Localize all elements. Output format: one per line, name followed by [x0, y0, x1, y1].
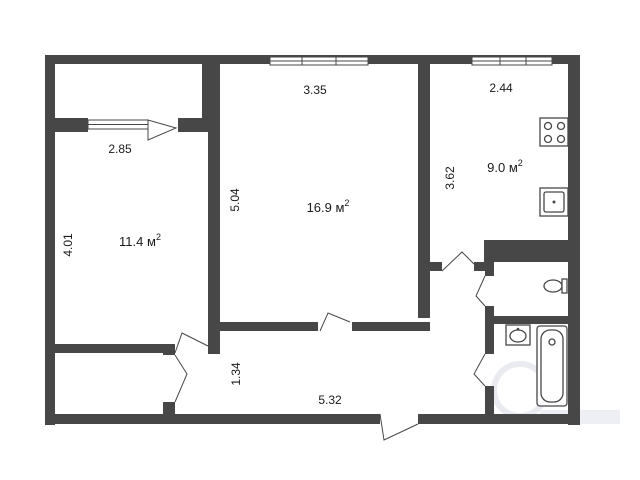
- room-left-length: 4.01: [61, 233, 75, 257]
- door-wc: [475, 275, 486, 307]
- kitchen-length: 3.62: [443, 166, 457, 190]
- kitchen-width: 2.44: [489, 81, 513, 95]
- stove-icon: [539, 117, 569, 147]
- door-left-room: [174, 332, 209, 354]
- window-kitchen: [471, 56, 553, 66]
- room-center-length: 5.04: [228, 188, 242, 212]
- room-left-width: 2.85: [108, 142, 132, 156]
- door-center-room: [319, 312, 351, 332]
- toilet-icon: [543, 278, 568, 294]
- window-balcony: [87, 119, 149, 130]
- door-balcony: [147, 119, 178, 141]
- window-center-room: [269, 56, 369, 66]
- room-center-width: 3.35: [303, 83, 327, 97]
- kitchen-sink-icon: [539, 187, 569, 217]
- door-entrance: [379, 413, 419, 441]
- bathtub-icon: [536, 325, 568, 407]
- bath-sink-icon: [505, 324, 531, 346]
- kitchen-area: 9.0 м2: [487, 158, 523, 175]
- hallway-width: 1.34: [229, 362, 243, 386]
- room-left-area: 11.4 м2: [119, 232, 161, 249]
- door-kitchen: [441, 251, 475, 272]
- door-storage: [174, 354, 188, 403]
- room-center-area: 16.9 м2: [307, 198, 350, 215]
- hallway-length: 5.32: [318, 393, 342, 407]
- door-bath: [473, 353, 486, 387]
